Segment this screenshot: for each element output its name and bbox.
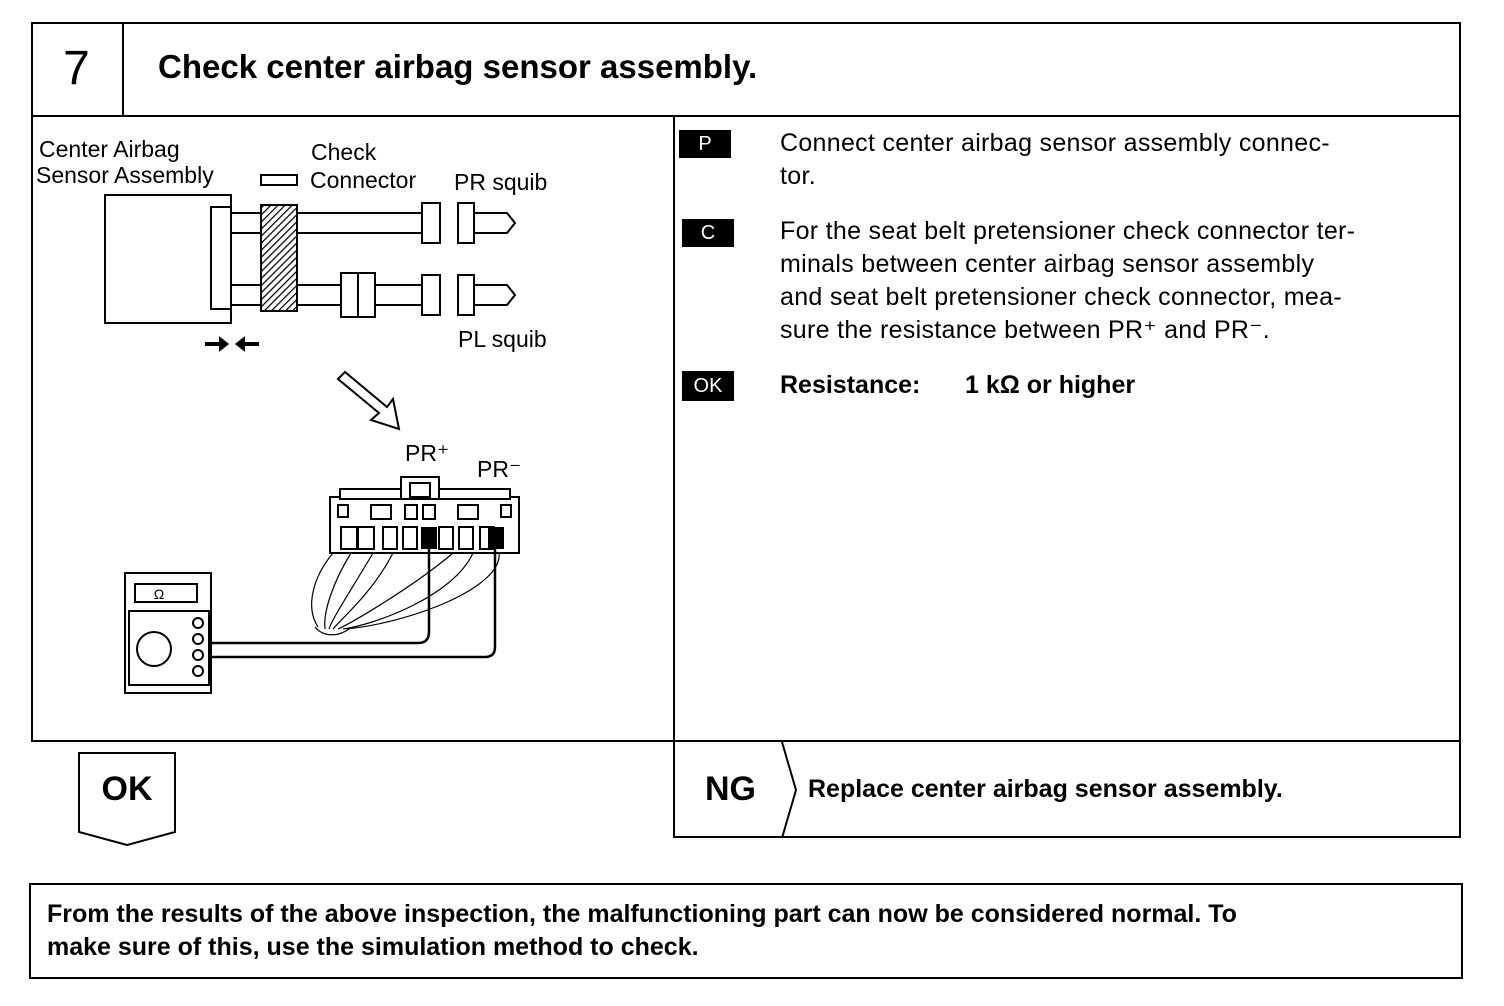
instruction-c-line: For the seat belt pretensioner check con… (780, 217, 1356, 245)
result-note-line: From the results of the above inspection… (47, 900, 1237, 928)
ng-action: Replace center airbag sensor assembly. (808, 775, 1283, 803)
resistance-value: 1 kΩ or higher (965, 371, 1136, 399)
step-number: 7 (31, 22, 124, 115)
check-connector-symbol (260, 174, 298, 186)
instruction-p: Connect center airbag sensor assembly co… (780, 127, 1450, 193)
label-pl-squib: PL squib (458, 326, 547, 352)
instruction-p-line: Connect center airbag sensor assembly co… (780, 129, 1330, 157)
result-note-line: make sure of this, use the simulation me… (47, 933, 699, 961)
terminal-pr-plus (421, 527, 437, 549)
terminal-pr-minus (488, 527, 504, 549)
badge-ok: OK (682, 371, 734, 401)
label-sensor-assembly: Sensor Assembly (36, 162, 214, 188)
step-header (31, 22, 1461, 117)
label-connector: Connector (310, 167, 416, 193)
label-pr-minus: PR⁻ (477, 456, 521, 482)
instruction-c-line: sure the resistance between PR⁺ and PR⁻. (780, 316, 1271, 344)
connector-face (329, 476, 520, 554)
inline-connector (340, 272, 376, 318)
probe-leads (208, 549, 497, 659)
label-check: Check (311, 139, 377, 165)
label-center-airbag: Center Airbag (39, 136, 180, 162)
badge-c: C (682, 219, 734, 247)
label-pr-squib: PR squib (454, 169, 547, 195)
wiring-diagram: Center Airbag Sensor Assembly Check Conn… (36, 136, 547, 694)
ok-label: OK (101, 770, 153, 808)
ng-chevron-icon (781, 742, 798, 838)
label-pr-plus: PR⁺ (405, 440, 449, 466)
badge-p: P (679, 130, 731, 158)
instruction-p-line: tor. (780, 162, 816, 190)
result-box (29, 883, 1463, 979)
result-note: From the results of the above inspection… (47, 898, 1437, 964)
check-connector-hatched (260, 204, 298, 312)
procedure-frame (31, 22, 1461, 742)
column-divider (673, 115, 675, 742)
ok-arrow-box (78, 752, 176, 846)
pl-squib-connector (421, 274, 517, 316)
ng-box (673, 742, 1461, 838)
ohmmeter-icon (124, 572, 212, 694)
instruction-c-line: and seat belt pretensioner check connect… (780, 283, 1342, 311)
ohm-symbol: Ω (154, 586, 164, 602)
harness-wires (231, 212, 423, 306)
disconnect-arrows-icon (205, 336, 259, 352)
instruction-c: For the seat belt pretensioner check con… (780, 215, 1450, 347)
step-title: Check center airbag sensor assembly. (158, 48, 758, 85)
direction-arrow-icon (336, 370, 401, 431)
resistance-label: Resistance: (780, 371, 921, 399)
harness-bundle (311, 552, 500, 636)
instruction-c-line: minals between center airbag sensor asse… (780, 250, 1315, 278)
pr-squib-connector (421, 202, 517, 244)
sensor-assembly-box (104, 194, 232, 324)
ng-label: NG (705, 770, 756, 808)
